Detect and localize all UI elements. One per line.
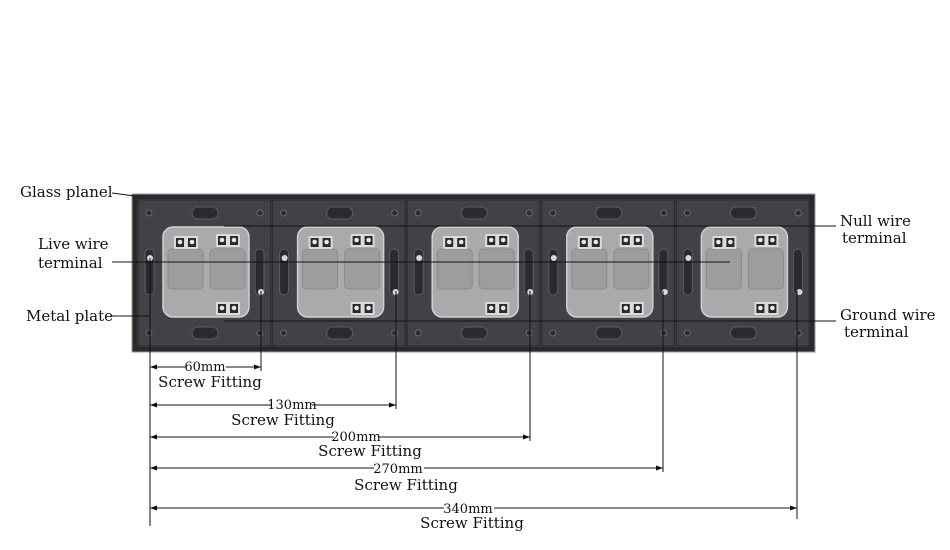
dimension-130mm: 130mm Screw Fitting [150, 291, 397, 429]
dimension-340mm-value: 340mm [443, 502, 492, 517]
terminal-pair [619, 302, 644, 315]
terminal-pair [308, 236, 333, 249]
dimension-270mm-value: 270mm [373, 462, 422, 477]
dimension-60mm-caption: Screw Fitting [158, 373, 262, 391]
terminal-pair [350, 234, 375, 247]
screw-point [685, 255, 692, 261]
terminal-pair [619, 234, 644, 247]
live-wire-label-line1: Live wire [38, 235, 109, 253]
terminal-pair [216, 234, 240, 247]
screw-point [550, 255, 557, 261]
terminal-pair [577, 236, 602, 249]
screw-point [796, 289, 803, 295]
dimension-200mm-caption: Screw Fitting [318, 442, 422, 460]
socket-module [541, 199, 675, 347]
dimension-130mm-value: 130mm [267, 398, 316, 413]
terminal-pair [712, 236, 737, 249]
socket-module [137, 199, 272, 347]
terminal-pair [216, 302, 240, 315]
live-wire-label-line2: terminal [38, 254, 103, 272]
dimension-340mm-caption: Screw Fitting [420, 514, 524, 532]
dimension-200mm-value: 200mm [331, 430, 380, 445]
terminal-pair [174, 236, 198, 249]
dimension-270mm-caption: Screw Fitting [354, 476, 458, 494]
socket-module [406, 199, 541, 347]
terminal-pair [754, 302, 779, 315]
dimension-270mm: 270mm Screw Fitting [150, 291, 664, 494]
dimension-60mm-value: 60mm [184, 360, 225, 375]
terminal-pair [485, 302, 510, 315]
null-wire-label-line1: Null wire [840, 212, 911, 230]
terminal-pair [485, 234, 510, 247]
ground-wire-label-line1: Ground wire [840, 306, 936, 324]
side-labels: Glass planel Live wire terminal Metal pl… [20, 183, 936, 341]
terminal-pair [754, 234, 779, 247]
ground-wire-label-line2: terminal [844, 323, 909, 341]
socket-module [272, 199, 406, 347]
dimension-200mm: 200mm Screw Fitting [150, 291, 531, 460]
socket-module [675, 199, 810, 347]
glass-panel-label: Glass planel [20, 183, 113, 201]
dimension-340mm: 340mm Screw Fitting [150, 291, 798, 532]
screw-point [281, 255, 288, 261]
terminal-pair [443, 236, 468, 249]
dimension-130mm-caption: Screw Fitting [231, 411, 335, 429]
metal-plate-label: Metal plate [26, 307, 113, 325]
socket-modules [137, 199, 810, 347]
null-wire-label-line2: terminal [842, 229, 907, 247]
terminal-pair [350, 302, 375, 315]
dimension-60mm: 60mm Screw Fitting [150, 291, 262, 391]
screw-point [416, 255, 423, 261]
